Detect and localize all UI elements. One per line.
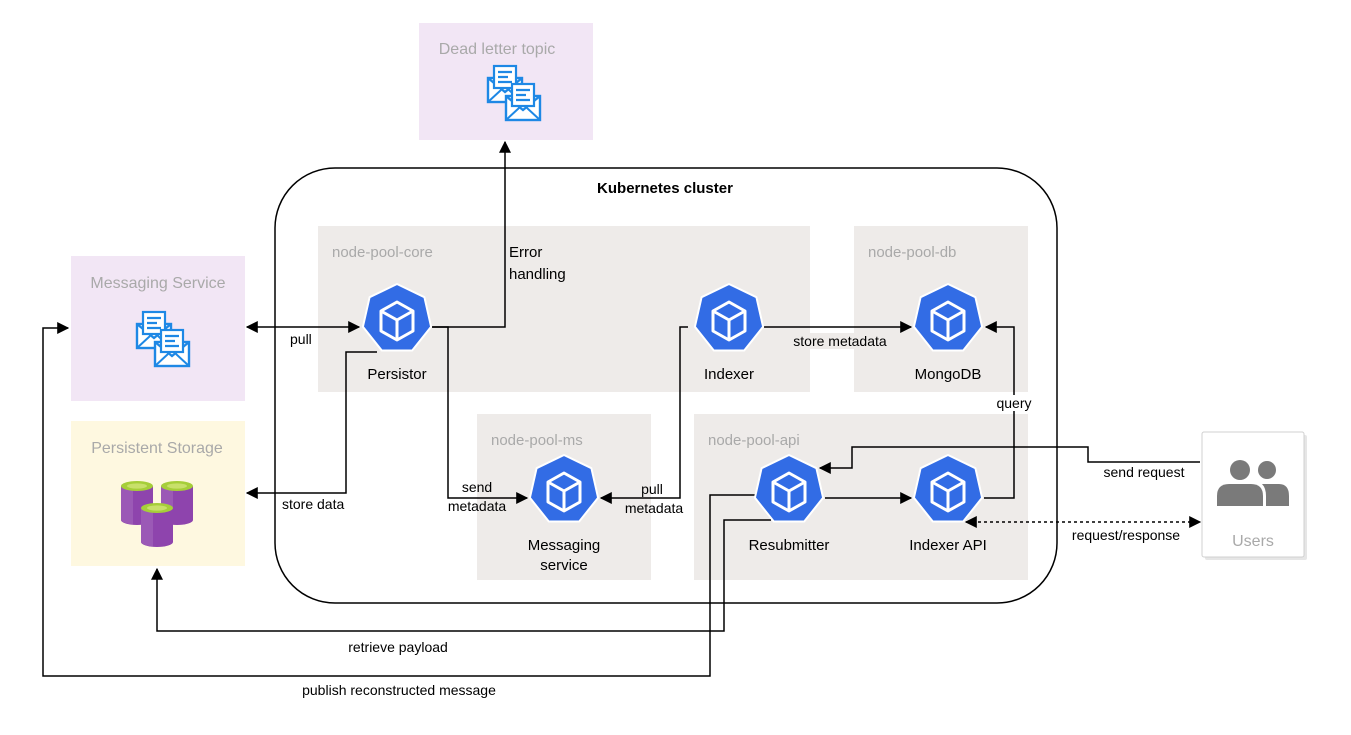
edge-publish-reconstructed — [42, 322, 758, 677]
label-store-data: store data — [282, 496, 344, 512]
pool-title-ms: node-pool-ms — [491, 432, 583, 449]
label-pull: pull — [290, 331, 312, 347]
edge-store-data — [245, 351, 377, 499]
node-label-mongodb: MongoDB — [915, 366, 982, 383]
label-error-1: Error — [509, 244, 542, 261]
label-send-request: send request — [1104, 464, 1185, 480]
label-pull-metadata-2: metadata — [625, 500, 684, 516]
node-mongodb[interactable]: MongoDB — [912, 282, 984, 383]
label-publish-reconstructed: publish reconstructed message — [302, 682, 496, 698]
messaging-service-external[interactable]: Messaging Service — [71, 256, 245, 401]
node-indexer-api[interactable]: Indexer API — [909, 453, 987, 554]
persistent-storage[interactable]: Persistent Storage — [71, 421, 245, 566]
edge-error-handling — [432, 140, 511, 328]
edge-labels: pull Error handling store data send meta… — [282, 244, 1192, 698]
node-label-messaging-1: Messaging — [528, 537, 601, 554]
cluster-title: Kubernetes cluster — [597, 180, 733, 197]
edge-send-metadata — [432, 326, 529, 504]
persistent-storage-title: Persistent Storage — [91, 440, 223, 457]
label-query: query — [996, 395, 1031, 411]
label-pull-metadata-1: pull — [641, 481, 663, 497]
pool-title-db: node-pool-db — [868, 244, 956, 261]
node-resubmitter[interactable]: Resubmitter — [749, 453, 830, 554]
edge-retrieve-payload — [151, 519, 771, 632]
dead-letter-title: Dead letter topic — [439, 41, 556, 58]
users-icon — [1217, 460, 1289, 506]
node-label-messaging-2: service — [540, 557, 588, 574]
label-store-metadata: store metadata — [793, 333, 887, 349]
label-retrieve-payload: retrieve payload — [348, 639, 448, 655]
pool-title-core: node-pool-core — [332, 244, 433, 261]
label-send-metadata-1: send — [462, 479, 492, 495]
node-label-persistor: Persistor — [367, 366, 426, 383]
users-label: Users — [1232, 533, 1274, 550]
label-error-2: handling — [509, 266, 566, 283]
edge-pull-metadata — [599, 326, 688, 504]
messaging-service-title: Messaging Service — [90, 275, 225, 292]
users-actor[interactable]: Users — [1201, 431, 1307, 560]
node-persistor[interactable]: Persistor — [361, 282, 433, 383]
label-request-response: request/response — [1072, 527, 1180, 543]
node-messaging-service[interactable]: Messaging service — [528, 453, 601, 574]
edges — [42, 140, 1202, 677]
edge-query — [984, 321, 1015, 499]
label-send-metadata-2: metadata — [448, 498, 507, 514]
pool-title-api: node-pool-api — [708, 432, 800, 449]
node-indexer[interactable]: Indexer — [693, 282, 765, 383]
node-label-resubmitter: Resubmitter — [749, 537, 830, 554]
node-label-indexer: Indexer — [704, 366, 754, 383]
edge-send-request — [818, 446, 1200, 474]
node-label-indexer-api: Indexer API — [909, 537, 987, 554]
dead-letter-topic[interactable]: Dead letter topic — [419, 23, 593, 140]
